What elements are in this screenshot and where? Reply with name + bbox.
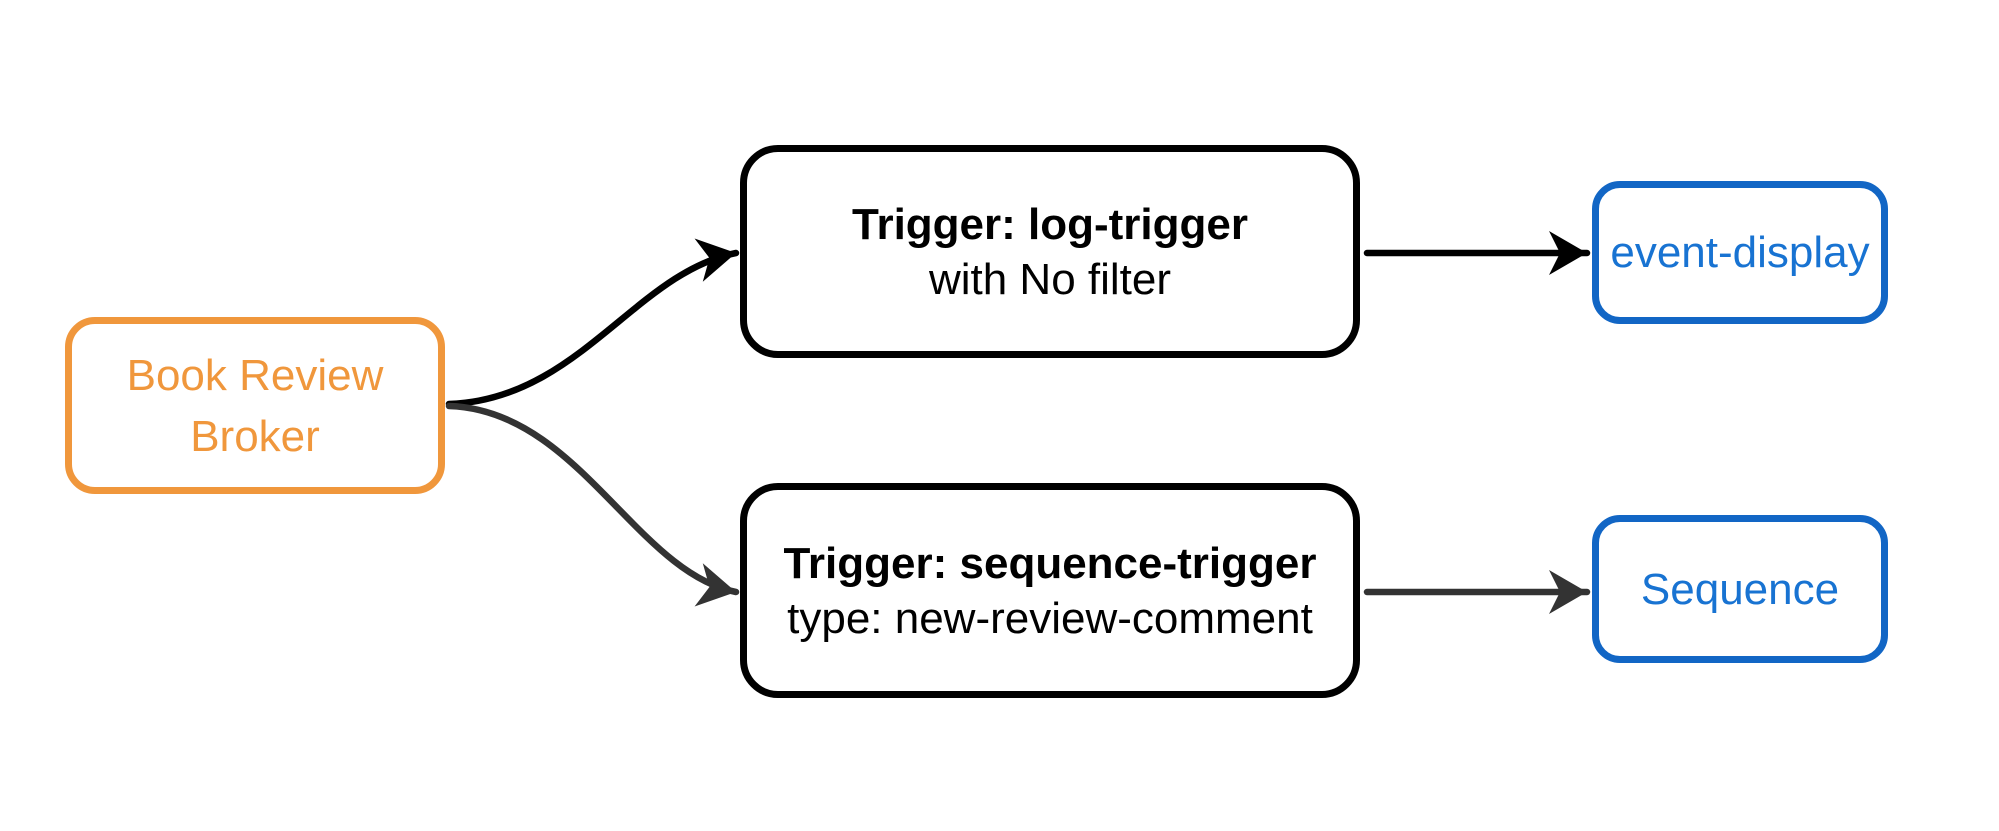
node-title: Trigger: log-trigger [852, 199, 1248, 249]
node-label: Broker [190, 411, 320, 461]
edge-broker-to-sequence-trigger [445, 402, 740, 607]
node-trigger-log-trigger: Trigger: log-trigger with No filter [740, 145, 1360, 358]
node-title: Trigger: sequence-trigger [783, 538, 1317, 588]
node-label: event-display [1610, 228, 1870, 277]
node-label: Sequence [1640, 564, 1840, 614]
node-event-display: event-display [1592, 181, 1888, 324]
node-label: Book Review [126, 350, 384, 400]
node-trigger-sequence-trigger: Trigger: sequence-trigger type: new-revi… [740, 483, 1360, 698]
node-sequence: Sequence [1592, 515, 1888, 663]
node-book-review-broker: Book Review Broker [65, 317, 445, 494]
edge-broker-to-log-trigger [445, 238, 740, 408]
node-subtitle: with No filter [928, 254, 1172, 304]
node-subtitle: type: new-review-comment [787, 593, 1313, 643]
